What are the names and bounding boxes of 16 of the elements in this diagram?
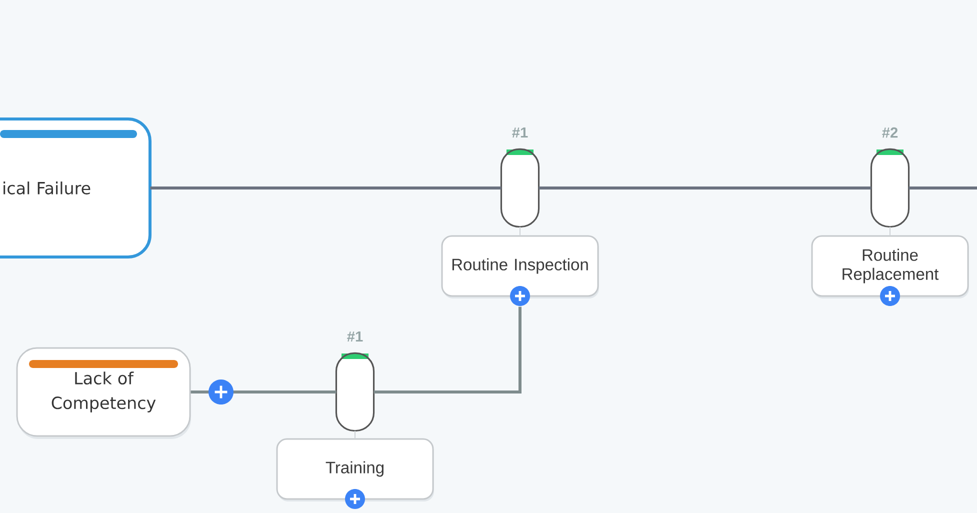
control-box: Routine Inspection xyxy=(441,235,599,298)
barrier-pill xyxy=(500,148,540,228)
connector-line xyxy=(908,186,977,190)
barrier-pill xyxy=(870,148,910,228)
threat-box: Lack of Competency xyxy=(16,347,191,439)
barrier-number: #2 xyxy=(882,127,898,138)
barrier-number: #1 xyxy=(347,331,363,342)
connector-line xyxy=(150,186,502,190)
control-box: Routine Replacement xyxy=(811,235,969,298)
control-box: Training xyxy=(276,438,434,502)
barrier-number: #1 xyxy=(512,127,528,138)
connector-line xyxy=(374,306,522,394)
event-box: ical Failure xyxy=(0,118,152,258)
connector-line xyxy=(538,186,872,190)
barrier-pill xyxy=(335,352,375,432)
connector-line xyxy=(354,430,356,439)
